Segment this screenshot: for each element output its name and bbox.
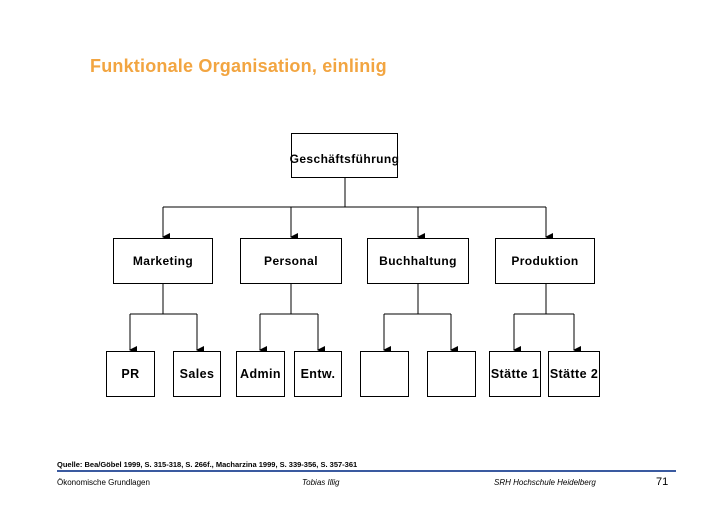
dept-buchhaltung: Buchhaltung — [367, 238, 469, 284]
unit-admin: Admin — [236, 351, 285, 397]
unit-sales: Sales — [173, 351, 221, 397]
footer-divider — [57, 470, 676, 472]
unit-pr: PR — [106, 351, 155, 397]
footer-course: Ökonomische Grundlagen — [57, 478, 150, 487]
dept-personal: Personal — [240, 238, 342, 284]
slide-title: Funktionale Organisation, einlinig — [90, 56, 387, 76]
unit-empty-1 — [360, 351, 409, 397]
page-number: 71 — [656, 476, 669, 488]
dept-marketing: Marketing — [113, 238, 213, 284]
unit-empty-2 — [427, 351, 476, 397]
source-citation: Quelle: Bea/Göbel 1999, S. 315-318, S. 2… — [57, 460, 358, 469]
unit-entw: Entw. — [294, 351, 342, 397]
unit-staette-2: Stätte 2 — [548, 351, 600, 397]
root-node: Geschäftsführung — [290, 133, 399, 178]
footer-author: Tobias Illig — [302, 478, 340, 487]
unit-staette-1: Stätte 1 — [489, 351, 541, 397]
footer-institution: SRH Hochschule Heidelberg — [494, 478, 596, 487]
dept-produktion: Produktion — [495, 238, 595, 284]
